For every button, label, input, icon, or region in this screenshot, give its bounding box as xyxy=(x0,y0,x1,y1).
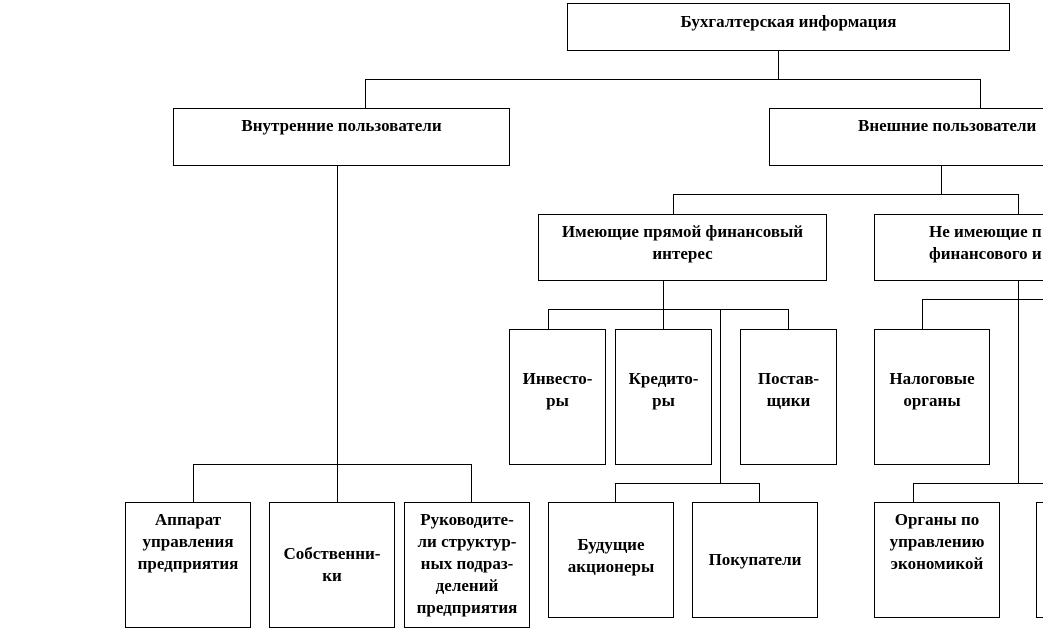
direct-interest-node: Имеющие прямой финансовый интерес xyxy=(538,214,827,281)
connector-line xyxy=(1018,280,1019,484)
connector-line xyxy=(615,483,616,502)
connector-line xyxy=(720,309,721,484)
connector-line xyxy=(615,483,760,484)
connector-line xyxy=(193,464,472,465)
division-heads-node: Руководите- ли структур- ных подраз- дел… xyxy=(404,502,530,628)
connector-line xyxy=(548,309,789,310)
suppliers-node: Постав- щики xyxy=(740,329,837,465)
economic-authorities-node: Органы по управлению экономикой xyxy=(874,502,1000,618)
owners-node: Собственни- ки xyxy=(269,502,395,628)
internal-users-node: Внутренние пользователи xyxy=(173,108,510,166)
future-shareholders-node: Будущие акционеры xyxy=(548,502,674,618)
tax-authorities-node: Налоговые органы xyxy=(874,329,990,465)
connector-line xyxy=(922,299,923,329)
root-node: Бухгалтерская информация xyxy=(567,3,1010,51)
external-users-node: Внешние пользователи xyxy=(769,108,1043,166)
connector-line xyxy=(548,309,549,329)
connector-line xyxy=(193,464,194,502)
investors-node: Инвесто- ры xyxy=(509,329,606,465)
connector-line xyxy=(673,194,674,214)
connector-line xyxy=(788,309,789,329)
connector-line xyxy=(980,79,981,108)
connector-line xyxy=(941,165,942,195)
management-apparatus-node: Аппарат управления предприятия xyxy=(125,502,251,628)
connector-line xyxy=(778,50,779,80)
creditors-node: Кредито- ры xyxy=(615,329,712,465)
connector-line xyxy=(922,299,1043,300)
connector-line xyxy=(913,483,1043,484)
connector-line xyxy=(337,165,338,502)
connector-line xyxy=(1018,194,1019,214)
connector-line xyxy=(471,464,472,502)
buyers-node: Покупатели xyxy=(692,502,818,618)
connector-line xyxy=(663,280,664,329)
connector-line xyxy=(759,483,760,502)
partial-node xyxy=(1036,502,1043,618)
connector-line xyxy=(673,194,1019,195)
no-direct-interest-node: Не имеющие п финансового и xyxy=(874,214,1043,281)
connector-line xyxy=(365,79,366,108)
connector-line xyxy=(913,483,914,502)
connector-line xyxy=(365,79,981,80)
